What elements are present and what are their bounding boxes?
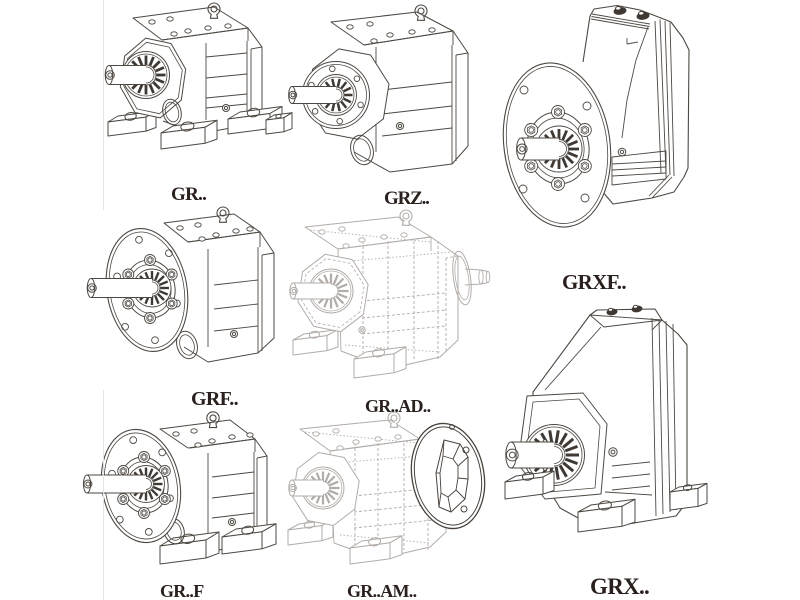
svg-text:GR..F: GR..F xyxy=(160,581,204,600)
svg-text:GRZ..: GRZ.. xyxy=(384,188,429,209)
svg-text:GR..AD..: GR..AD.. xyxy=(365,396,431,416)
svg-text:GR..AM..: GR..AM.. xyxy=(347,581,417,600)
svg-text:GR..: GR.. xyxy=(171,184,206,205)
svg-text:GRXF..: GRXF.. xyxy=(562,270,626,294)
svg-text:GRX..: GRX.. xyxy=(590,574,649,599)
svg-text:GRF..: GRF.. xyxy=(191,388,239,410)
